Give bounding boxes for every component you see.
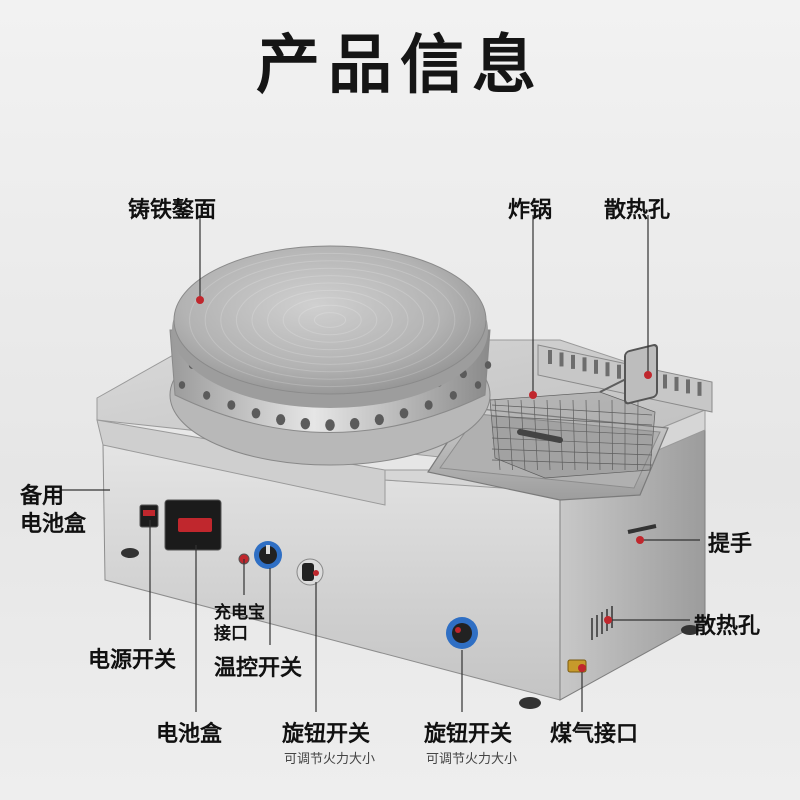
label-backup-battery-2: 电池盒 <box>20 512 87 537</box>
burner-hole <box>449 391 457 400</box>
burner-hole <box>227 400 236 410</box>
burner-hole <box>474 381 482 389</box>
plate-ring <box>235 275 425 365</box>
basket-wire <box>507 399 513 471</box>
burner-hole <box>178 381 186 389</box>
vent-slot <box>571 354 575 369</box>
vent-slot <box>674 376 679 391</box>
side-handle <box>624 344 658 534</box>
basket-wire <box>494 399 501 471</box>
label-vent-side: 散热孔 <box>694 614 761 639</box>
basket-wire <box>585 399 588 471</box>
foot <box>519 697 541 709</box>
vent-slot <box>617 364 621 379</box>
burner-hole <box>300 417 311 430</box>
plate-ring <box>251 282 409 358</box>
plate-ring <box>189 252 471 388</box>
vent-slot <box>697 381 702 396</box>
plate-ring <box>298 304 362 336</box>
vent-slot <box>686 379 690 394</box>
burner-hole <box>251 408 261 419</box>
plate-ring <box>267 289 393 351</box>
basket-wire <box>491 404 653 416</box>
basket-wire <box>491 415 653 426</box>
burner-hole <box>276 414 286 426</box>
basket-wire <box>572 399 576 471</box>
label-gas-port: 煤气接口 <box>550 722 639 747</box>
vent-slot <box>582 357 587 372</box>
basket-wire <box>637 399 639 471</box>
vent-slot <box>559 352 564 367</box>
plate-ring <box>220 267 440 373</box>
plate-ring <box>204 260 456 380</box>
griddle-plate <box>173 245 487 395</box>
vent-slot <box>663 374 667 389</box>
label-power-switch: 电源开关 <box>88 648 177 673</box>
plate-ring <box>282 297 378 343</box>
basket-wire <box>491 426 653 436</box>
burner-hole <box>203 391 211 400</box>
burner-hole <box>325 419 335 431</box>
burner-hole <box>374 414 384 426</box>
leader-lines <box>60 215 700 712</box>
vent-slot <box>548 350 552 364</box>
label-backup-battery-1: 备用 <box>20 484 65 509</box>
label-knob-right: 旋钮开关 <box>424 722 513 747</box>
basket-wire <box>491 448 653 456</box>
right-knob <box>452 623 472 643</box>
basket-wire <box>559 399 563 471</box>
label-fryer: 炸锅 <box>508 198 553 223</box>
vent-slot <box>605 362 610 377</box>
foot <box>121 548 139 558</box>
label-knob-right-sub: 可调节火力大小 <box>426 752 518 767</box>
burner-hole <box>399 408 409 419</box>
left-knob <box>302 563 314 581</box>
vent-slot <box>594 359 598 374</box>
label-markers <box>196 296 652 672</box>
page-title: 产品信息 <box>256 29 544 103</box>
basket-wire <box>611 399 613 471</box>
burner-hole <box>349 417 360 430</box>
label-charger-1: 充电宝 <box>214 603 265 623</box>
label-vent-top: 散热孔 <box>604 198 671 223</box>
label-knob-left: 旋钮开关 <box>282 722 371 747</box>
temp-knob <box>259 546 277 564</box>
plate-ring <box>313 312 347 328</box>
burner-hole <box>484 361 492 369</box>
label-battery-box: 电池盒 <box>156 722 223 747</box>
burner-hole <box>424 400 433 410</box>
label-temp-switch: 温控开关 <box>214 656 303 681</box>
label-handle: 提手 <box>708 532 753 557</box>
label-charger-2: 接口 <box>214 624 248 644</box>
basket-wire <box>491 437 653 446</box>
basket-wire <box>491 459 653 466</box>
foot <box>681 625 699 635</box>
label-griddle: 铸铁鏊面 <box>128 198 217 223</box>
label-knob-left-sub: 可调节火力大小 <box>284 752 376 767</box>
